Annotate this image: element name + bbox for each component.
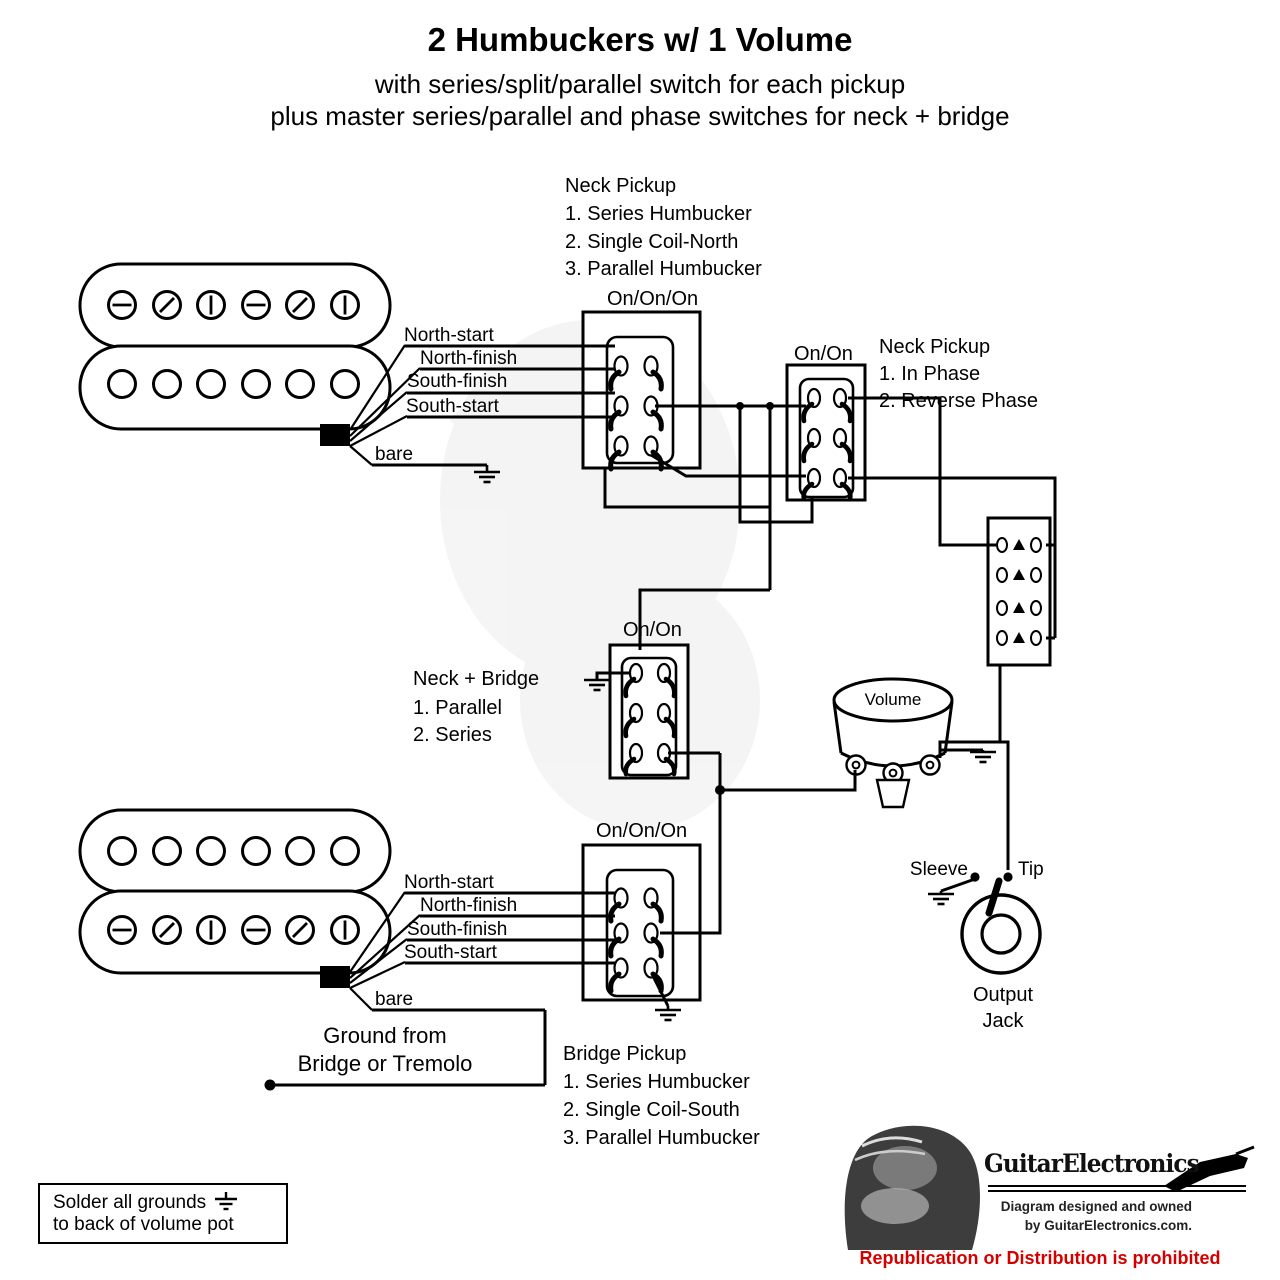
bridge-wire-south-finish: South-finish bbox=[407, 919, 508, 940]
tip-terminal-dot bbox=[1003, 872, 1013, 882]
bridge-switch-type-label: On/On/On bbox=[596, 820, 688, 842]
bridge-wire-north-finish: North-finish bbox=[420, 895, 518, 916]
page-title: 2 Humbuckers w/ 1 Volume bbox=[427, 21, 853, 58]
volume-pot-drawing bbox=[832, 677, 954, 809]
series-switch-type-label: On/On bbox=[623, 619, 682, 641]
solder-note-line-2: to back of volume pot bbox=[53, 1213, 234, 1235]
tip-label: Tip bbox=[1018, 859, 1044, 880]
guitar-logo-icon bbox=[1164, 1145, 1255, 1192]
neck-switch-drawing bbox=[581, 310, 702, 472]
brand-logo-text: GuitarElectronics bbox=[984, 1149, 1200, 1178]
phase-switch-option-1: 1. In Phase bbox=[879, 363, 981, 385]
neck-wire-north-start: North-start bbox=[404, 325, 494, 346]
portrait-image bbox=[844, 1125, 980, 1250]
pickup-lead-fans bbox=[349, 344, 421, 1011]
ground-symbol-neck-bare bbox=[474, 465, 500, 484]
bridge-wire-bare: bare bbox=[375, 989, 414, 1010]
sleeve-label: Sleeve bbox=[909, 859, 968, 880]
neck-humbucker-drawing bbox=[78, 262, 392, 446]
junction-dots bbox=[264, 402, 774, 1091]
bridge-switch-heading: Bridge Pickup bbox=[563, 1043, 687, 1065]
neck-switch-option-1: 1. Series Humbucker bbox=[565, 203, 752, 225]
brand-prohibited-line: Republication or Distribution is prohibi… bbox=[859, 1248, 1221, 1268]
neck-switch-heading: Neck Pickup bbox=[565, 175, 677, 197]
bridge-humbucker-drawing bbox=[78, 808, 392, 988]
master-slide-switch-drawing bbox=[986, 516, 1052, 667]
ground-symbol-bridge-switch bbox=[655, 1006, 681, 1022]
subtitle-2: plus master series/parallel and phase sw… bbox=[270, 101, 1010, 131]
bridge-switch-option-2: 2. Single Coil-South bbox=[563, 1099, 740, 1121]
neck-wire-north-finish: North-finish bbox=[420, 348, 518, 369]
series-switch-option-2: 2. Series bbox=[413, 724, 492, 746]
brand-artwork bbox=[844, 1125, 1255, 1250]
brand-designed-line: Diagram designed and owned bbox=[1000, 1199, 1192, 1214]
ground-symbols bbox=[474, 465, 996, 1022]
bridge-wire-north-start: North-start bbox=[404, 872, 494, 893]
bridge-switch-drawing bbox=[581, 843, 702, 1002]
solder-note-box: Solder all grounds to back of volume pot bbox=[38, 1183, 288, 1244]
neck-wire-south-start: South-start bbox=[406, 396, 499, 417]
phase-switch-option-2: 2. Reverse Phase bbox=[879, 390, 1038, 412]
volume-pot-label: Volume bbox=[864, 690, 922, 709]
ground-symbol-volume bbox=[970, 750, 996, 764]
bridge-wire-south-start: South-start bbox=[404, 942, 497, 963]
output-jack-drawing bbox=[960, 872, 1042, 975]
series-switch-heading: Neck + Bridge bbox=[413, 668, 540, 690]
ground-symbol-sleeve bbox=[928, 891, 954, 906]
bridge-switch-option-3: 3. Parallel Humbucker bbox=[563, 1127, 760, 1149]
ground-note-line-1: Ground from bbox=[323, 1023, 447, 1048]
series-parallel-switch-drawing bbox=[608, 643, 690, 780]
phase-switch-heading: Neck Pickup bbox=[879, 336, 991, 358]
output-jack-caption-2: Jack bbox=[982, 1010, 1024, 1032]
neck-wire-south-finish: South-finish bbox=[407, 371, 508, 392]
solder-note-line-1: Solder all grounds bbox=[53, 1191, 207, 1213]
output-jack-caption-1: Output bbox=[972, 984, 1034, 1006]
bridge-switch-option-1: 1. Series Humbucker bbox=[563, 1071, 750, 1093]
neck-switch-option-3: 3. Parallel Humbucker bbox=[565, 258, 762, 280]
neck-switch-type-label: On/On/On bbox=[607, 288, 699, 310]
subtitle-1: with series/split/parallel switch for ea… bbox=[374, 69, 906, 99]
phase-switch-type-label: On/On bbox=[794, 343, 853, 365]
phase-switch-drawing bbox=[785, 363, 867, 502]
ground-symbol-series-switch bbox=[584, 678, 610, 692]
series-switch-option-1: 1. Parallel bbox=[413, 697, 502, 719]
ground-icon bbox=[215, 1191, 238, 1210]
ground-note-line-2: Bridge or Tremolo bbox=[297, 1051, 473, 1076]
brand-by-line: by GuitarElectronics.com. bbox=[1024, 1218, 1192, 1233]
neck-switch-option-2: 2. Single Coil-North bbox=[565, 231, 739, 253]
wire-runs bbox=[270, 344, 1057, 1087]
neck-wire-bare: bare bbox=[375, 444, 414, 465]
